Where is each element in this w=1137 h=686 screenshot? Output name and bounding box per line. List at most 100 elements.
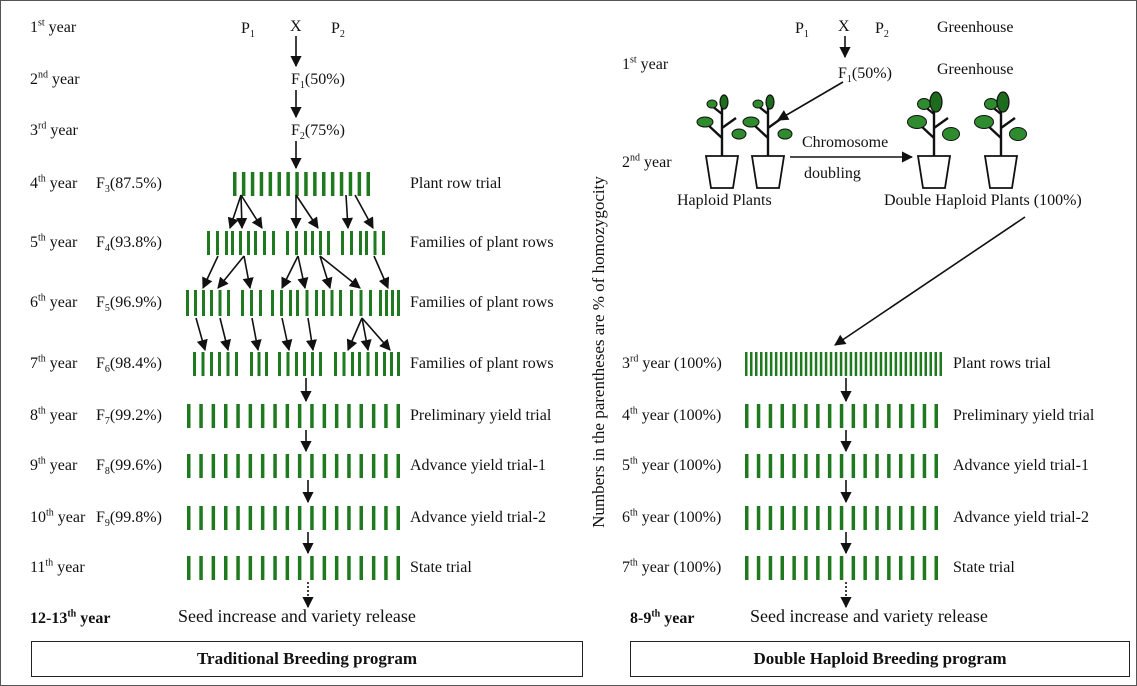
dh-plot-row-5-bar [899,454,903,478]
dh-year-label-7: 7th year (100%) [622,557,722,576]
trad-stage-label-11: State trial [410,559,472,576]
trad-generation-5: F4(93.8%) [96,234,162,255]
trad-plot-row-5-group-3 [254,231,275,255]
dh-plot-row-3-bar [755,352,758,376]
trad-plot-row-6-group-4-bar [280,290,283,316]
dh-plot-row-5-bar [863,454,867,478]
trad-plot-row-8-bar [273,404,277,428]
trad-plot-row-11-bar [236,556,240,580]
trad-plot-row-5-group-2-bar [247,231,250,255]
trad-plot-row-5-group-5-bar [327,231,330,255]
arrow-f4-to-f5-3 [242,255,254,290]
double-haploid-plant-1 [907,91,960,189]
trad-stage-label-8: Preliminary yield trial [410,407,552,424]
dh-stage-label-4: Preliminary yield trial [953,407,1095,424]
trad-plot-row-4-bar [366,172,370,196]
trad-plot-row-10 [187,506,400,530]
trad-plot-row-6-group-2-bar [218,290,222,316]
dh-plot-row-3-bar [824,352,828,376]
dh-plot-row-5-bar [887,454,891,478]
trad-plot-row-9-bar [384,454,388,478]
trad-plot-row-10-bar [285,506,290,530]
trad-plot-row-10-bar [273,506,277,530]
dh-plot-row-3-bar [809,352,813,376]
dh-plot-row-5-bar [839,454,844,478]
trad-plot-row-6-group-4-bar [289,290,292,316]
trad-plot-row-7-group-2-bar [235,352,238,376]
trad-plot-row-11 [187,556,400,580]
trad-plot-row-4-bar [339,172,344,196]
trad-plot-row-8-bar [347,404,351,428]
trad-plot-row-7-group-7-bar [375,352,378,376]
dh-plot-row-4-bar [827,404,832,428]
dh-cross-x: X [838,18,850,35]
dh-plot-row-3-bar [934,352,937,376]
trad-plot-row-7-group-4 [278,352,298,376]
arrow-f5-to-f6-8 [361,317,391,351]
trad-plot-row-7-group-1-bar [201,352,205,376]
dh-plot-row-4-bar [756,404,761,428]
trad-year-label-11: 11th year [30,557,85,576]
trad-plot-row-7-group-4-bar [295,352,298,376]
trad-plot-row-4-bar [313,172,317,196]
dh-plot-row-5-bar [816,454,820,478]
trad-plot-row-9-bar [322,454,327,478]
trad-plot-row-5-group-5 [311,231,330,255]
dh-plot-row-7-bar [816,556,820,580]
trad-cross-x: X [290,18,302,35]
dh-plot-row-5-bar [910,454,915,478]
trad-plot-row-7-group-8-bar [397,352,400,376]
trad-plot-row-4-bar [348,172,353,196]
trad-plot-row-4-bar [286,172,290,196]
dh-plot-row-3-bar [829,352,833,376]
trad-plot-row-10-bar [297,506,302,530]
dh-plot-row-6-bar [934,506,938,530]
dh-plot-row-3-bar [784,352,788,376]
trad-plot-row-8-bar [322,404,327,428]
trad-plot-row-6-group-3-bar [259,290,262,316]
dh-program-title: Double Haploid Breeding program [630,641,1130,677]
dh-plot-row-5 [745,454,938,478]
arrow-f3-to-f4-1 [227,194,242,230]
trad-plot-row-6-group-7-bar [350,290,353,316]
dh-plot-row-5-bar [875,454,879,478]
dh-year-label-4: 4th year (100%) [622,405,722,424]
dh-year-label-6: 6th year (100%) [622,507,722,526]
trad-plot-row-4-bar [304,172,308,196]
trad-plot-row-9-bar [310,454,314,478]
dh-plot-row-6-bar [863,506,867,530]
trad-plot-row-7-group-5-bar [319,352,322,376]
dh-plot-row-7-bar [756,556,761,580]
dh-plot-row-3-bar [804,352,808,376]
arrow-f4-to-f5-2 [217,255,245,289]
dh-plot-row-6-bar [804,506,808,530]
trad-plot-row-7-group-6 [334,352,354,376]
dh-plot-row-3-bar [909,352,913,376]
trad-plot-row-7-group-1 [193,352,213,376]
dh-haploid-plants: Haploid Plants [677,192,772,209]
dh-plot-row-7-bar [863,556,867,580]
dh-plot-row-3-bar [745,352,748,376]
dh-plot-row-7-bar [768,556,773,580]
dh-plot-row-3-bar [894,352,898,376]
trad-program-title: Traditional Breeding program [31,641,583,677]
trad-plot-row-9-bar [236,454,240,478]
dh-plot-row-3-bar [819,352,823,376]
trad-plot-row-11-bar [187,556,191,580]
trad-plot-row-4 [233,172,370,196]
trad-plot-row-10-bar [236,506,240,530]
trad-plot-row-9-bar [285,454,290,478]
dh-plot-row-3-bar [794,352,798,376]
dh-parent-1: P1 [795,20,809,41]
dh-plot-row-7-bar [851,556,856,580]
trad-release: Seed increase and variety release [178,606,416,626]
dh-plot-row-7 [745,556,938,580]
trad-plot-row-8-bar [297,404,302,428]
dh-plot-row-5-bar [768,454,773,478]
dh-plot-row-3-bar [799,352,803,376]
trad-plot-row-11-bar [371,556,376,580]
dh-plot-row-4-bar [792,404,796,428]
arrow-f5-to-f6-1 [195,317,208,352]
trad-year-label-2: 2nd year [30,69,80,88]
trad-plot-row-5-group-1-bar [207,231,210,255]
